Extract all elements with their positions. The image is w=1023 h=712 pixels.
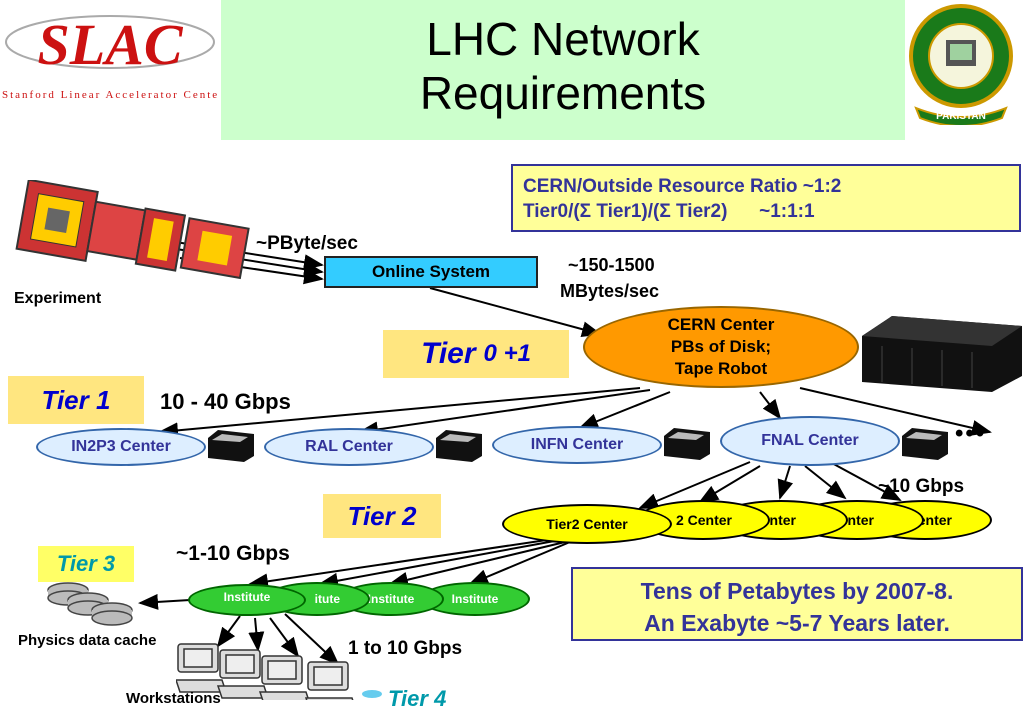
gbps-10-40-label: 10 - 40 Gbps [160,389,291,414]
capacity-line-1: Tens of Petabytes by 2007-8. [640,578,954,604]
slac-logo: SLAC Stanford Linear Accelerator Center [2,2,223,102]
tier0-number: 0 +1 [483,340,531,367]
tier1-center-fnal: FNAL Center [720,416,900,466]
server-icon [208,430,254,467]
workstations-label: Workstations [126,690,221,707]
slac-logo-text: SLAC [37,12,183,77]
online-system-box: Online System [324,256,538,288]
cern-line-1: CERN Center [667,315,775,334]
pbyte-rate-label: ~PByte/sec [256,233,358,254]
capacity-line-2: An Exabyte ~5-7 Years later. [644,610,950,636]
tier0-label: Tier 0 +1 [383,330,569,378]
gbps-10-label: ~10 Gbps [878,476,965,497]
nust-logo-text: PAKISTAN [936,111,986,122]
mbytes-rate-line-1: ~150-1500 [568,255,655,275]
mbytes-rate-line-2: MBytes/sec [560,281,660,301]
server-icon [902,428,948,465]
nust-logo: PAKISTAN [906,0,1016,127]
cern-center-node: CERN Center PBs of Disk; Tape Robot [583,306,859,388]
tier1-center-in2p3: IN2P3 Center [36,428,206,466]
tier4-label: Tier 4 [388,686,447,711]
experiment-label: Experiment [14,290,102,307]
cern-server-image [862,316,1022,392]
title-line-2: Requirements [419,67,707,119]
experiment-detector-image [10,178,270,300]
title-banner: LHC Network Requirements [221,0,905,140]
disk-cache-icon [44,578,140,628]
more-centers-ellipsis: ••• [955,420,987,447]
tier3-label: Tier 3 [38,546,134,582]
capacity-info-box: Tens of Petabytes by 2007-8. An Exabyte … [571,567,1023,641]
institute-node-1: Institute [188,584,306,616]
slac-logo-subtitle: Stanford Linear Accelerator Center [2,89,218,101]
tier1-label: Tier 1 [8,376,144,424]
title-line-1: LHC Network [426,13,700,65]
tier0-word: Tier [421,337,476,370]
tier2-center-1: Tier2 Center [502,504,672,544]
cern-line-3: Tape Robot [674,359,768,378]
physics-cache-label: Physics data cache [18,632,157,649]
resource-ratio-line-1: CERN/Outside Resource Ratio ~1:2 [523,176,842,197]
gbps-1-to-10-label: 1 to 10 Gbps [348,638,463,659]
cern-line-2: PBs of Disk; [670,337,772,356]
server-icon [664,428,710,465]
tier1-center-infn: INFN Center [492,426,662,464]
server-icon [436,430,482,467]
resource-ratio-box: CERN/Outside Resource Ratio ~1:2 Tier0/(… [511,164,1021,232]
gbps-1-10-label: ~1-10 Gbps [176,542,290,565]
tier2-label: Tier 2 [323,494,441,538]
resource-ratio-line-2: Tier0/(Σ Tier1)/(Σ Tier2) ~1:1:1 [523,201,815,222]
tier1-center-ral: RAL Center [264,428,434,466]
